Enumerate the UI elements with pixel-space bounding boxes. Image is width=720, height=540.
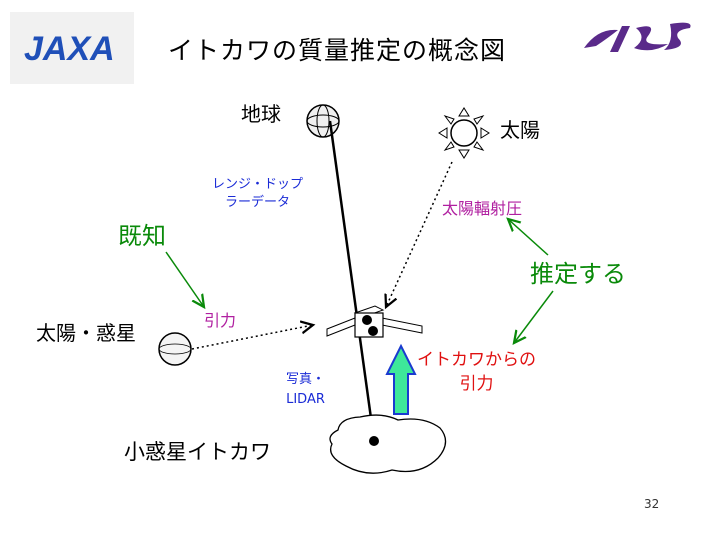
sun-icon xyxy=(438,107,490,159)
range-doppler-label: レンジ・ドップ ラーデータ xyxy=(212,176,303,212)
slide-title: イトカワの質量推定の概念図 xyxy=(168,36,507,65)
spacecraft-icon xyxy=(326,305,423,338)
isas-logo-text: ISAS xyxy=(638,55,641,58)
range-doppler-link xyxy=(328,120,376,441)
range-doppler-line-1: レンジ・ドップ xyxy=(212,177,304,192)
earth-label: 地球 xyxy=(241,102,281,126)
planet-icon xyxy=(158,332,192,366)
sun-planets-label: 太陽・惑星 xyxy=(36,321,136,345)
photo-lidar-line-2: LIDAR xyxy=(286,392,325,407)
gravity-label: 引力 xyxy=(204,311,237,330)
sun-label: 太陽 xyxy=(500,118,540,142)
earth-icon xyxy=(306,104,340,138)
known-arrow xyxy=(165,251,204,307)
estimate-label: 推定する xyxy=(530,260,626,288)
photo-lidar-label: 写真・ LIDAR xyxy=(286,370,325,410)
asteroid-center-dot xyxy=(369,436,379,446)
solar-pressure-label: 太陽輻射圧 xyxy=(442,199,523,218)
estimate-to-srp-arrow xyxy=(508,219,549,256)
itokawa-gravity-label: イトカワからの 引力 xyxy=(417,348,536,396)
range-doppler-line-2: ラーデータ xyxy=(225,195,291,210)
asteroid-icon xyxy=(329,414,447,474)
known-label: 既知 xyxy=(118,222,166,250)
asteroid-label: 小惑星イトカワ xyxy=(124,440,271,464)
jaxa-logo: JAXA xyxy=(10,12,134,84)
planet-gravity-arrow xyxy=(191,325,313,350)
solar-pressure-arrow xyxy=(386,161,453,307)
page-number: 32 xyxy=(644,497,660,511)
estimate-to-gravity-arrow xyxy=(514,290,554,343)
photo-lidar-line-1: 写真・ xyxy=(286,372,326,387)
jaxa-logo-text: JAXA xyxy=(24,30,115,68)
isas-logo: ISAS xyxy=(584,22,691,58)
itokawa-gravity-line-1: イトカワからの xyxy=(417,350,536,370)
itokawa-gravity-arrow xyxy=(385,343,417,415)
itokawa-gravity-line-2: 引力 xyxy=(459,374,494,394)
